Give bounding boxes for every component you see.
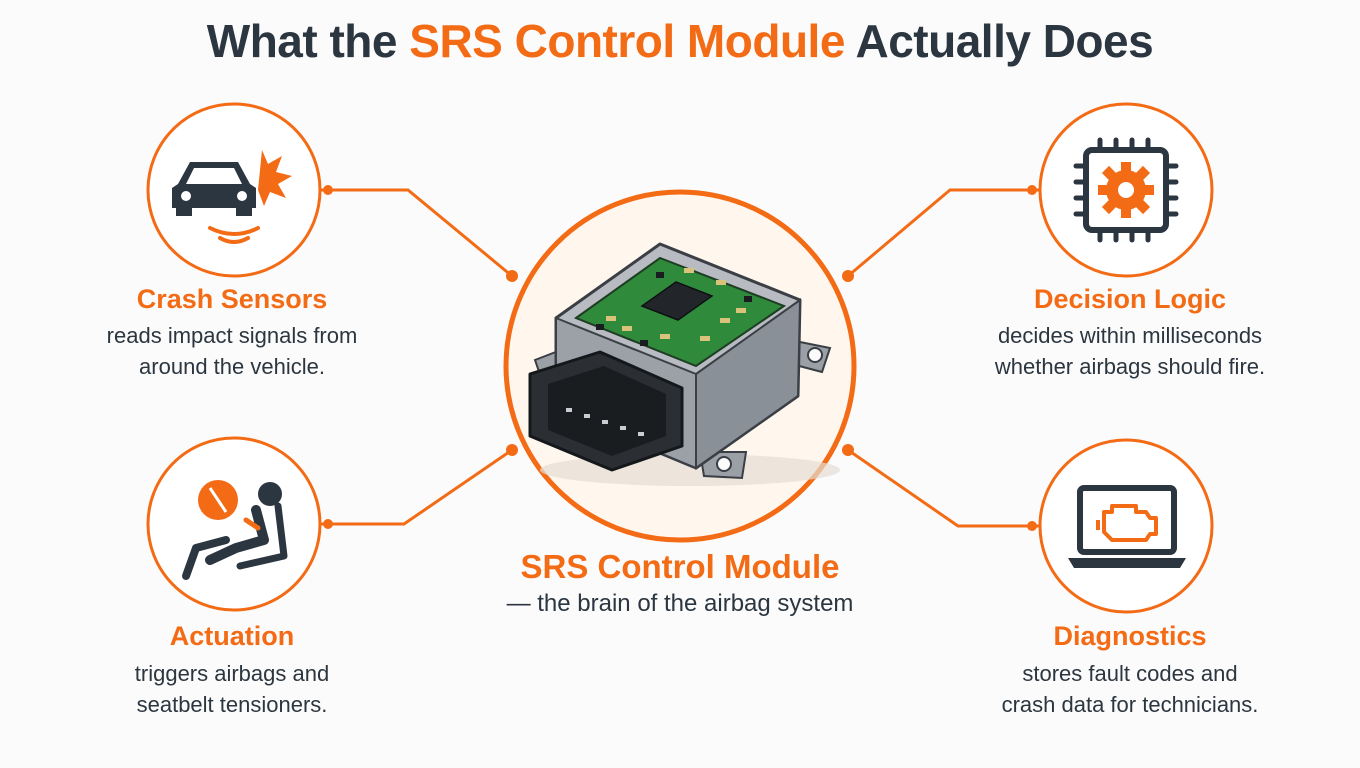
connector-lines [320,188,1040,528]
crash-sensors-heading: Crash Sensors [136,284,328,314]
actuation-circle [146,436,322,612]
crash-sensors-description: reads impact signals from around the veh… [106,323,358,379]
decision-logic-circle [1038,102,1214,278]
connector-crash-sensors [320,188,513,278]
page-title: What the SRS Control Module Actually Doe… [206,15,1154,67]
car-crash-icon [172,150,292,244]
crash-sensors-circle [146,102,322,278]
actuation-heading: Actuation [169,621,295,651]
diagnostics-description: stores fault codes and crash data for te… [1001,661,1259,717]
title-highlight: SRS Control Module [409,15,845,67]
connector-dots [323,185,1037,531]
srs-module-icon [528,242,840,486]
diagnostics-heading: Diagnostics [1053,621,1207,651]
center-module-subtitle: — the brain of the airbag system [506,590,854,617]
center-module-title: SRS Control Module [520,548,840,585]
decision-logic-description: decides within milliseconds whether airb… [994,323,1266,379]
chip-gear-icon [1073,137,1179,243]
actuation-description: triggers airbags and seatbelt tensioners… [134,661,330,717]
laptop-engine-icon [1068,485,1186,568]
connector-decision-logic [847,188,1040,278]
decision-logic-heading: Decision Logic [1033,284,1227,314]
diagnostics-circle [1038,438,1214,614]
connector-actuation [320,448,513,526]
seated-airbag-icon [182,480,288,580]
connector-diagnostics [847,448,1040,528]
